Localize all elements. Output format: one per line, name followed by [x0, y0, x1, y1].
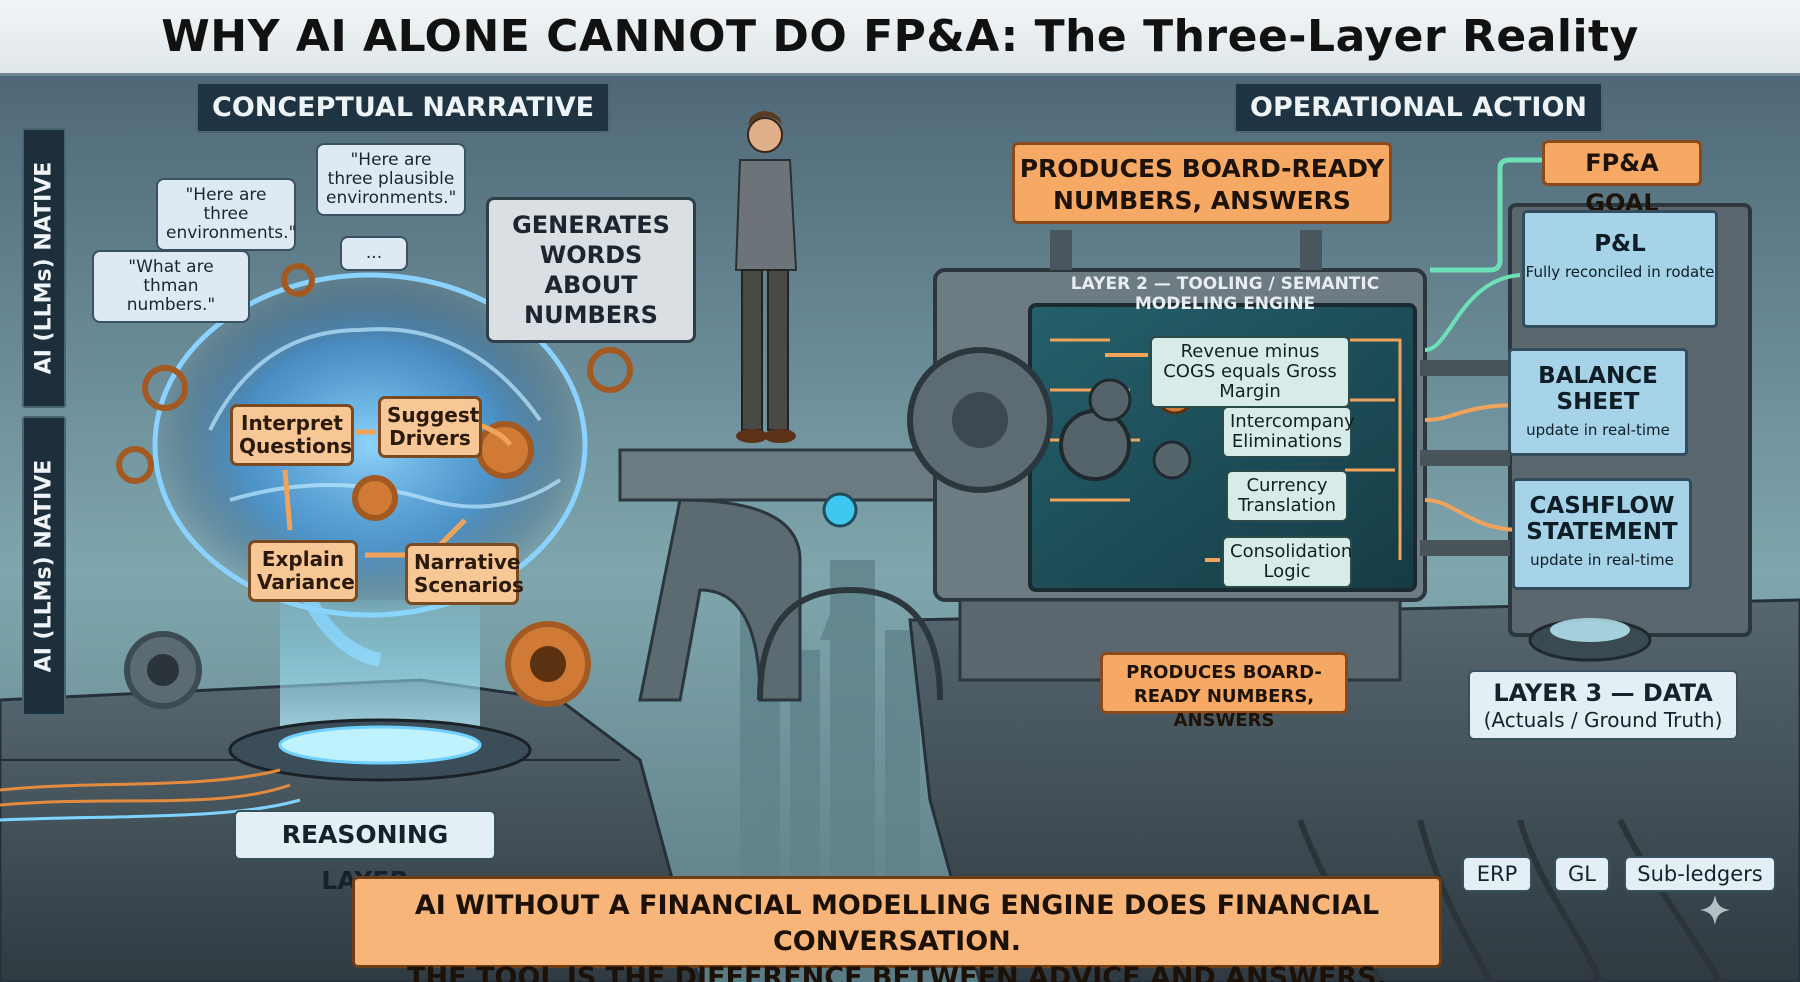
node-explain-variance: Explain Variance [248, 540, 358, 602]
statement-balance-sheet: BALANCE SHEET update in real-time [1508, 348, 1688, 456]
person-figure [734, 111, 798, 443]
node-interpret-questions: Interpret Questions [230, 404, 354, 466]
speech-bubble-what-are: "What are thman numbers." [92, 250, 250, 323]
vertical-tab-label: AI (LLMs) NATIVE [31, 161, 57, 375]
speech-bubble-ellipsis: ... [340, 236, 408, 271]
title-bar: WHY AI ALONE CANNOT DO FP&A: The Three-L… [0, 0, 1800, 76]
callout-produces-answers-bottom: PRODUCES BOARD-READY NUMBERS, ANSWERS [1100, 652, 1348, 731]
banner-line-1: AI WITHOUT A FINANCIAL MODELLING ENGINE … [414, 890, 1380, 957]
node-narrative-scenarios: Narrative Scenarios [405, 543, 524, 605]
engine-step-gross-margin: Revenue minus COGS equals Gross Margin [1150, 336, 1350, 408]
data-layer-title: LAYER 3 — DATA [1493, 679, 1713, 707]
fpa-goal-label: FP&A GOAL [1542, 140, 1702, 217]
reasoning-layer-label: REASONING LAYER [234, 810, 496, 895]
speech-bubble-three-environments: "Here are three environments." [156, 178, 296, 251]
engine-step-intercompany: Intercompany Eliminations [1222, 406, 1355, 458]
bridge [618, 448, 982, 702]
statement-bs-subtitle: update in real-time [1526, 421, 1670, 439]
vertical-tab-ai-native-top: AI (LLMs) NATIVE [22, 128, 66, 408]
statement-bs-title: BALANCE SHEET [1538, 363, 1658, 415]
source-erp: ERP [1462, 856, 1532, 892]
section-label-operational: OPERATIONAL ACTION [1234, 82, 1604, 133]
statement-cf-title: CASHFLOW STATEMENT [1526, 493, 1678, 545]
speech-bubble-plausible: "Here are three plausible environments." [316, 143, 466, 216]
banner-line-2: THE TOOL IS THE DIFFERENCE BETWEEN ADVIC… [407, 962, 1387, 982]
vertical-tab-label: AI (LLMs) NATIVE [31, 459, 57, 673]
node-suggest-drivers: Suggest Drivers [378, 396, 482, 458]
hologram-pedestal [228, 600, 532, 782]
source-sub-ledgers: Sub-ledgers [1624, 856, 1776, 892]
source-gl: GL [1554, 856, 1610, 892]
statement-pl: P&L Fully reconciled in rodate [1522, 210, 1718, 328]
vertical-tab-ai-native-bottom: AI (LLMs) NATIVE [22, 416, 66, 716]
speech-bubble-generates-words: GENERATES WORDS ABOUT NUMBERS [486, 197, 696, 343]
engine-step-currency: Currency Translation [1226, 470, 1348, 522]
sparkle-icon [1700, 895, 1730, 925]
statement-cashflow: CASHFLOW STATEMENT update in real-time [1512, 478, 1692, 590]
engine-title: LAYER 2 — TOOLING / SEMANTIC MODELING EN… [1070, 274, 1380, 314]
engine-step-consolidation: Consolidation Logic [1222, 536, 1352, 588]
statement-cf-subtitle: update in real-time [1530, 551, 1674, 569]
statement-pl-title: P&L [1594, 231, 1646, 257]
data-layer-subtitle: (Actuals / Ground Truth) [1483, 708, 1723, 732]
data-layer-box: LAYER 3 — DATA (Actuals / Ground Truth) [1468, 670, 1738, 740]
statement-pl-subtitle: Fully reconciled in rodate [1525, 263, 1715, 281]
bottom-banner: AI WITHOUT A FINANCIAL MODELLING ENGINE … [352, 876, 1442, 982]
section-label-conceptual: CONCEPTUAL NARRATIVE [196, 82, 611, 133]
main-title: WHY AI ALONE CANNOT DO FP&A: The Three-L… [161, 11, 1639, 62]
callout-produces-answers-top: PRODUCES BOARD-READY NUMBERS, ANSWERS [1012, 142, 1392, 224]
